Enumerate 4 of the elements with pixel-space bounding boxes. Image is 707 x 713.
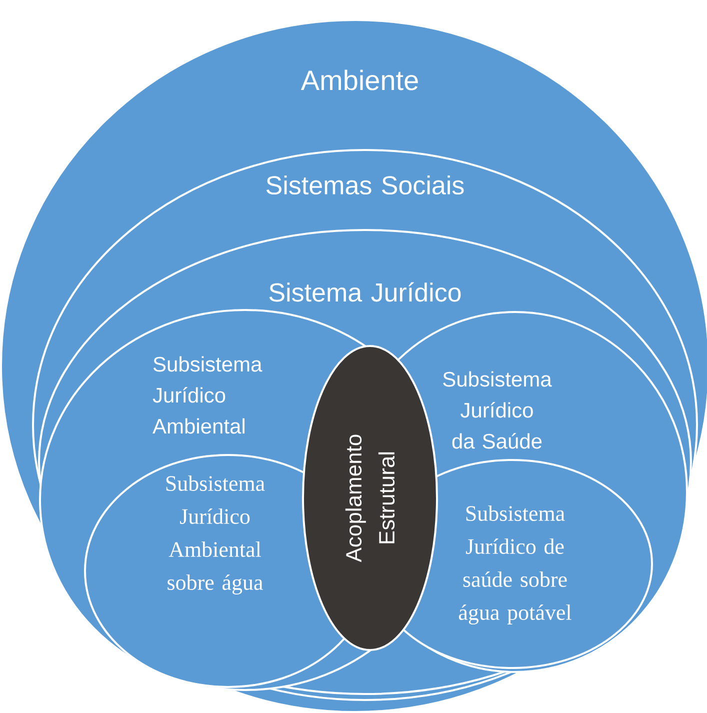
- node-label: Subsistema Jurídico Ambiental: [152, 356, 262, 434]
- node-label: Subsistema Jurídico Ambiental sobre água: [166, 475, 265, 595]
- node-label: Sistema Jurídico: [269, 282, 461, 302]
- node-label: Sistemas Sociais: [266, 175, 464, 195]
